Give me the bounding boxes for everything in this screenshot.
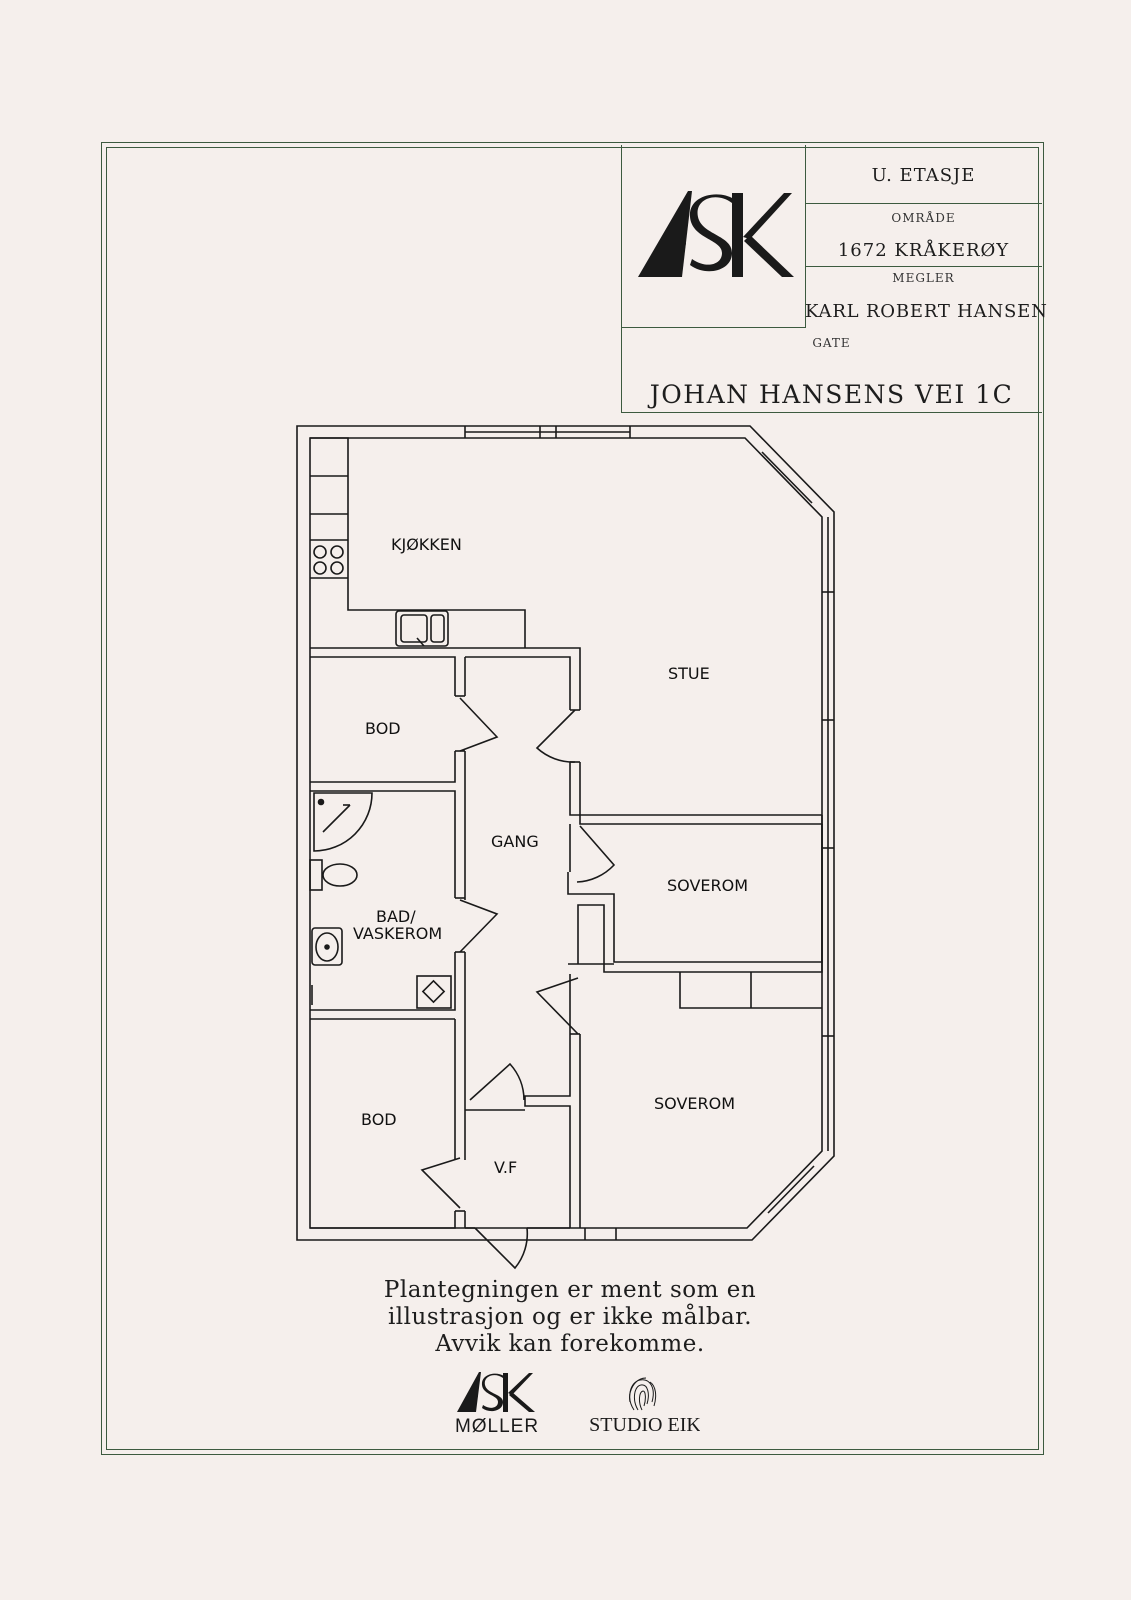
disclaimer-line3: Avvik kan forekomme. [435,1331,705,1357]
room-label-kitchen: KJØKKEN [391,535,462,554]
room-label-hallway: GANG [491,832,539,851]
studio-eik-logo: STUDIO EIK [590,1377,700,1436]
title-logo-cell [622,145,806,328]
page-frame [101,142,1044,1455]
tb-line [805,203,1042,204]
ask-moller-sub: MØLLER [455,1416,539,1437]
title-block [621,145,1042,413]
room-label-entry: V.F [494,1158,517,1177]
room-label-bedroom2: SOVEROM [654,1094,735,1113]
fingerprint-icon [629,1379,654,1411]
page-frame-inner [106,147,1039,1450]
broker-label: MEGLER [892,271,955,285]
ask-logo [638,191,794,277]
street-label: GATE [812,336,851,350]
disclaimer: Plantegningen er ment som en illustrasjo… [330,1277,810,1358]
disclaimer-line1: Plantegningen er ment som en [383,1277,757,1303]
disclaimer-line2: illustrasjon og er ikke målbar. [387,1304,753,1330]
room-label-bath-line2: VASKEROM [353,924,442,943]
area-label: OMRÅDE [891,211,956,225]
room-label-bath-line1: BAD/ [376,907,416,926]
room-label-living: STUE [668,664,710,683]
room-label-bedroom1: SOVEROM [667,876,748,895]
studio-eik-text: STUDIO EIK [590,1414,700,1436]
street-value: JOHAN HANSENS VEI 1C [649,380,1014,409]
tb-line [805,266,1042,267]
broker-value: KARL ROBERT HANSEN [805,301,1048,322]
room-label-storage2: BOD [361,1110,397,1129]
floor-label: U. ETASJE [871,165,976,186]
area-value: 1672 KRÅKERØY [837,240,1010,261]
ask-moller-logo: MØLLER [455,1372,539,1437]
room-label-storage1: BOD [365,719,401,738]
